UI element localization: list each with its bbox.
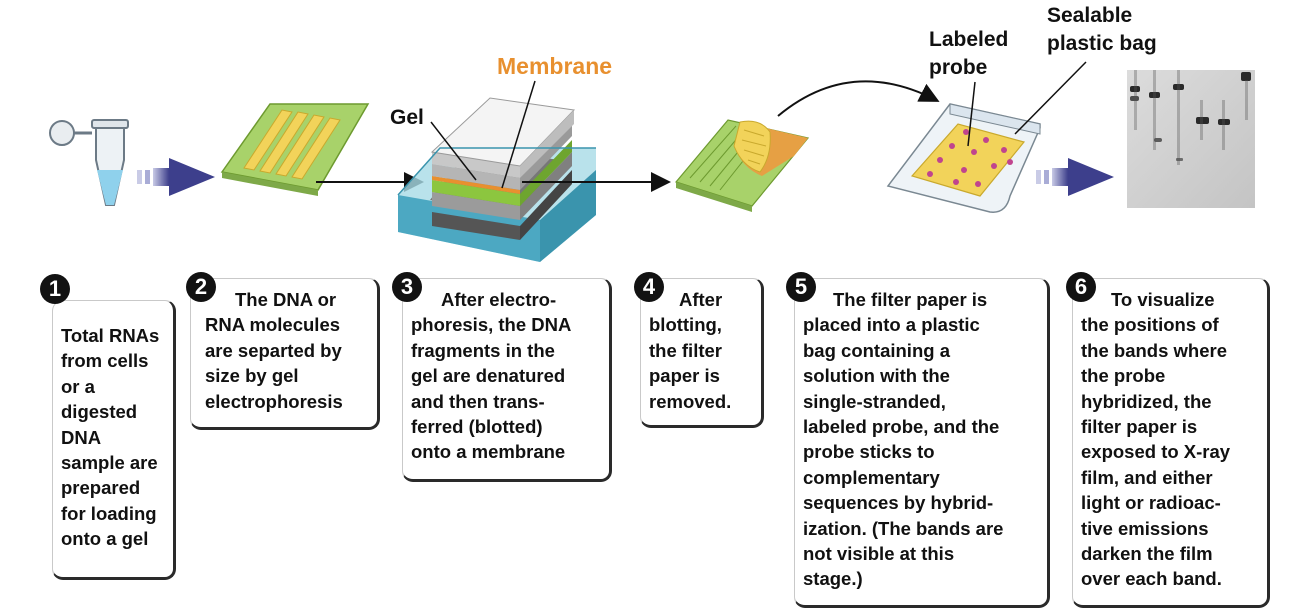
probe-leader-line [967,81,976,147]
gel-label: Gel [390,106,424,129]
step-5-line: stage.) [803,568,863,590]
sealable-bag-label-line2: plastic bag [1047,32,1157,55]
step-4-line: blotting, [649,314,722,336]
step-5-text: The filter paper is placed into a plastic… [803,287,1037,592]
step-2-number: 2 [186,272,216,302]
step-2-text: The DNA or RNA molecules are separted by si… [199,287,367,414]
step-6-line: darken the film [1081,543,1213,565]
step-1-line: DNA [61,426,102,448]
curved-arrow [777,80,940,117]
step-6-line: filter paper is [1081,416,1198,438]
sealable-bag-label-line1: Sealable [1047,4,1132,27]
labeled-probe-label-line2: probe [929,56,987,79]
step-1-line: Total RNAs [61,325,160,346]
step-6-line: the positions of [1081,314,1219,336]
process-arrow-icon [137,158,215,196]
step-5-line: sequences by hybrid- [803,492,994,514]
step-3-line: ferred (blotted) [411,416,543,438]
step-5-line: complementary [803,466,940,488]
step-5-line: bag containing a [803,339,950,361]
step-5-line: labeled probe, and the [803,416,1000,438]
step-1-line: or a [61,375,95,397]
membrane-label: Membrane [497,53,612,79]
step-4-line: paper is [649,365,720,387]
step-6-line: over each band. [1081,568,1222,590]
step-5-line: not visible at this [803,543,955,565]
step-6-line: the bands where [1081,339,1227,361]
blot-stack-icon [397,97,596,262]
step-4-line: removed. [649,390,732,412]
step-4-card: After blotting, the filter paper is removed. [640,278,764,428]
step-1-line: digested [61,401,138,423]
step-6-line: light or radioac- [1081,492,1221,514]
step-1-line: from cells [61,350,149,372]
labeled-probe-label-line1: Labeled [929,28,1008,51]
step-6-line: the probe [1081,365,1166,387]
step-1-line: onto a gel [61,528,149,550]
step-1-line: prepared [61,477,141,499]
step-3-text: After electro-phoresis, the DNA fragments… [411,287,599,465]
step-2-line: The DNA or [235,289,337,310]
step-3-number: 3 [392,272,422,302]
step-5-line: ization. (The bands are [803,517,1004,539]
step-5-line: placed into a plastic [803,314,980,336]
step-3-line: fragments in the [411,339,555,361]
step-6-card: To visualize the positions of the bands wh… [1072,278,1270,608]
step-1-line: for loading [61,502,157,524]
step-2-line: are separted by [205,339,342,361]
step-1-line: sample are [61,452,158,474]
step-5-card: The filter paper is placed into a plastic… [794,278,1050,608]
step-6-line: To visualize [1111,289,1215,310]
process-arrow-icon [1036,158,1114,196]
step-2-line: size by gel [205,365,299,387]
sealed-bag-icon [886,103,1041,213]
gel-slab-icon [220,103,370,196]
filter-peel-icon [674,119,810,212]
step-6-line: film, and either [1081,466,1213,488]
step-3-line: onto a membrane [411,441,566,463]
xray-film-icon [1127,70,1255,208]
step-6-line: exposed to X-ray [1081,441,1231,463]
step-3-line: gel are denatured [411,365,566,387]
step-5-line: single-stranded, [803,390,946,412]
step-4-line: After [679,289,723,310]
gel-leader-line [430,121,477,181]
step-6-text: To visualize the positions of the bands wh… [1081,287,1257,592]
membrane-leader-line [501,80,536,189]
step-3-line: After electro- [441,289,557,310]
step-6-line: tive emissions [1081,517,1209,539]
step-5-line: probe sticks to [803,441,935,463]
step-5-line: The filter paper is [833,289,988,310]
step-3-line: phoresis, the DNA [411,314,572,336]
step-2-line: RNA molecules [205,314,341,336]
step-6-line: hybridized, the [1081,390,1212,412]
step-1-number: 1 [40,274,70,304]
step-6-number: 6 [1066,272,1096,302]
step-5-number: 5 [786,272,816,302]
microtube-icon [49,119,129,206]
step-5-line: solution with the [803,365,950,387]
bag-leader-line [1014,61,1087,135]
step-4-text: After blotting, the filter paper is removed. [649,287,751,414]
step-4-number: 4 [634,272,664,302]
step-4-line: the filter [649,339,722,361]
step-3-line: and then trans- [411,390,545,412]
step-3-card: After electro-phoresis, the DNA fragments… [402,278,612,482]
step-2-card: The DNA or RNA molecules are separted by si… [190,278,380,430]
step-2-line: electrophoresis [205,390,343,412]
